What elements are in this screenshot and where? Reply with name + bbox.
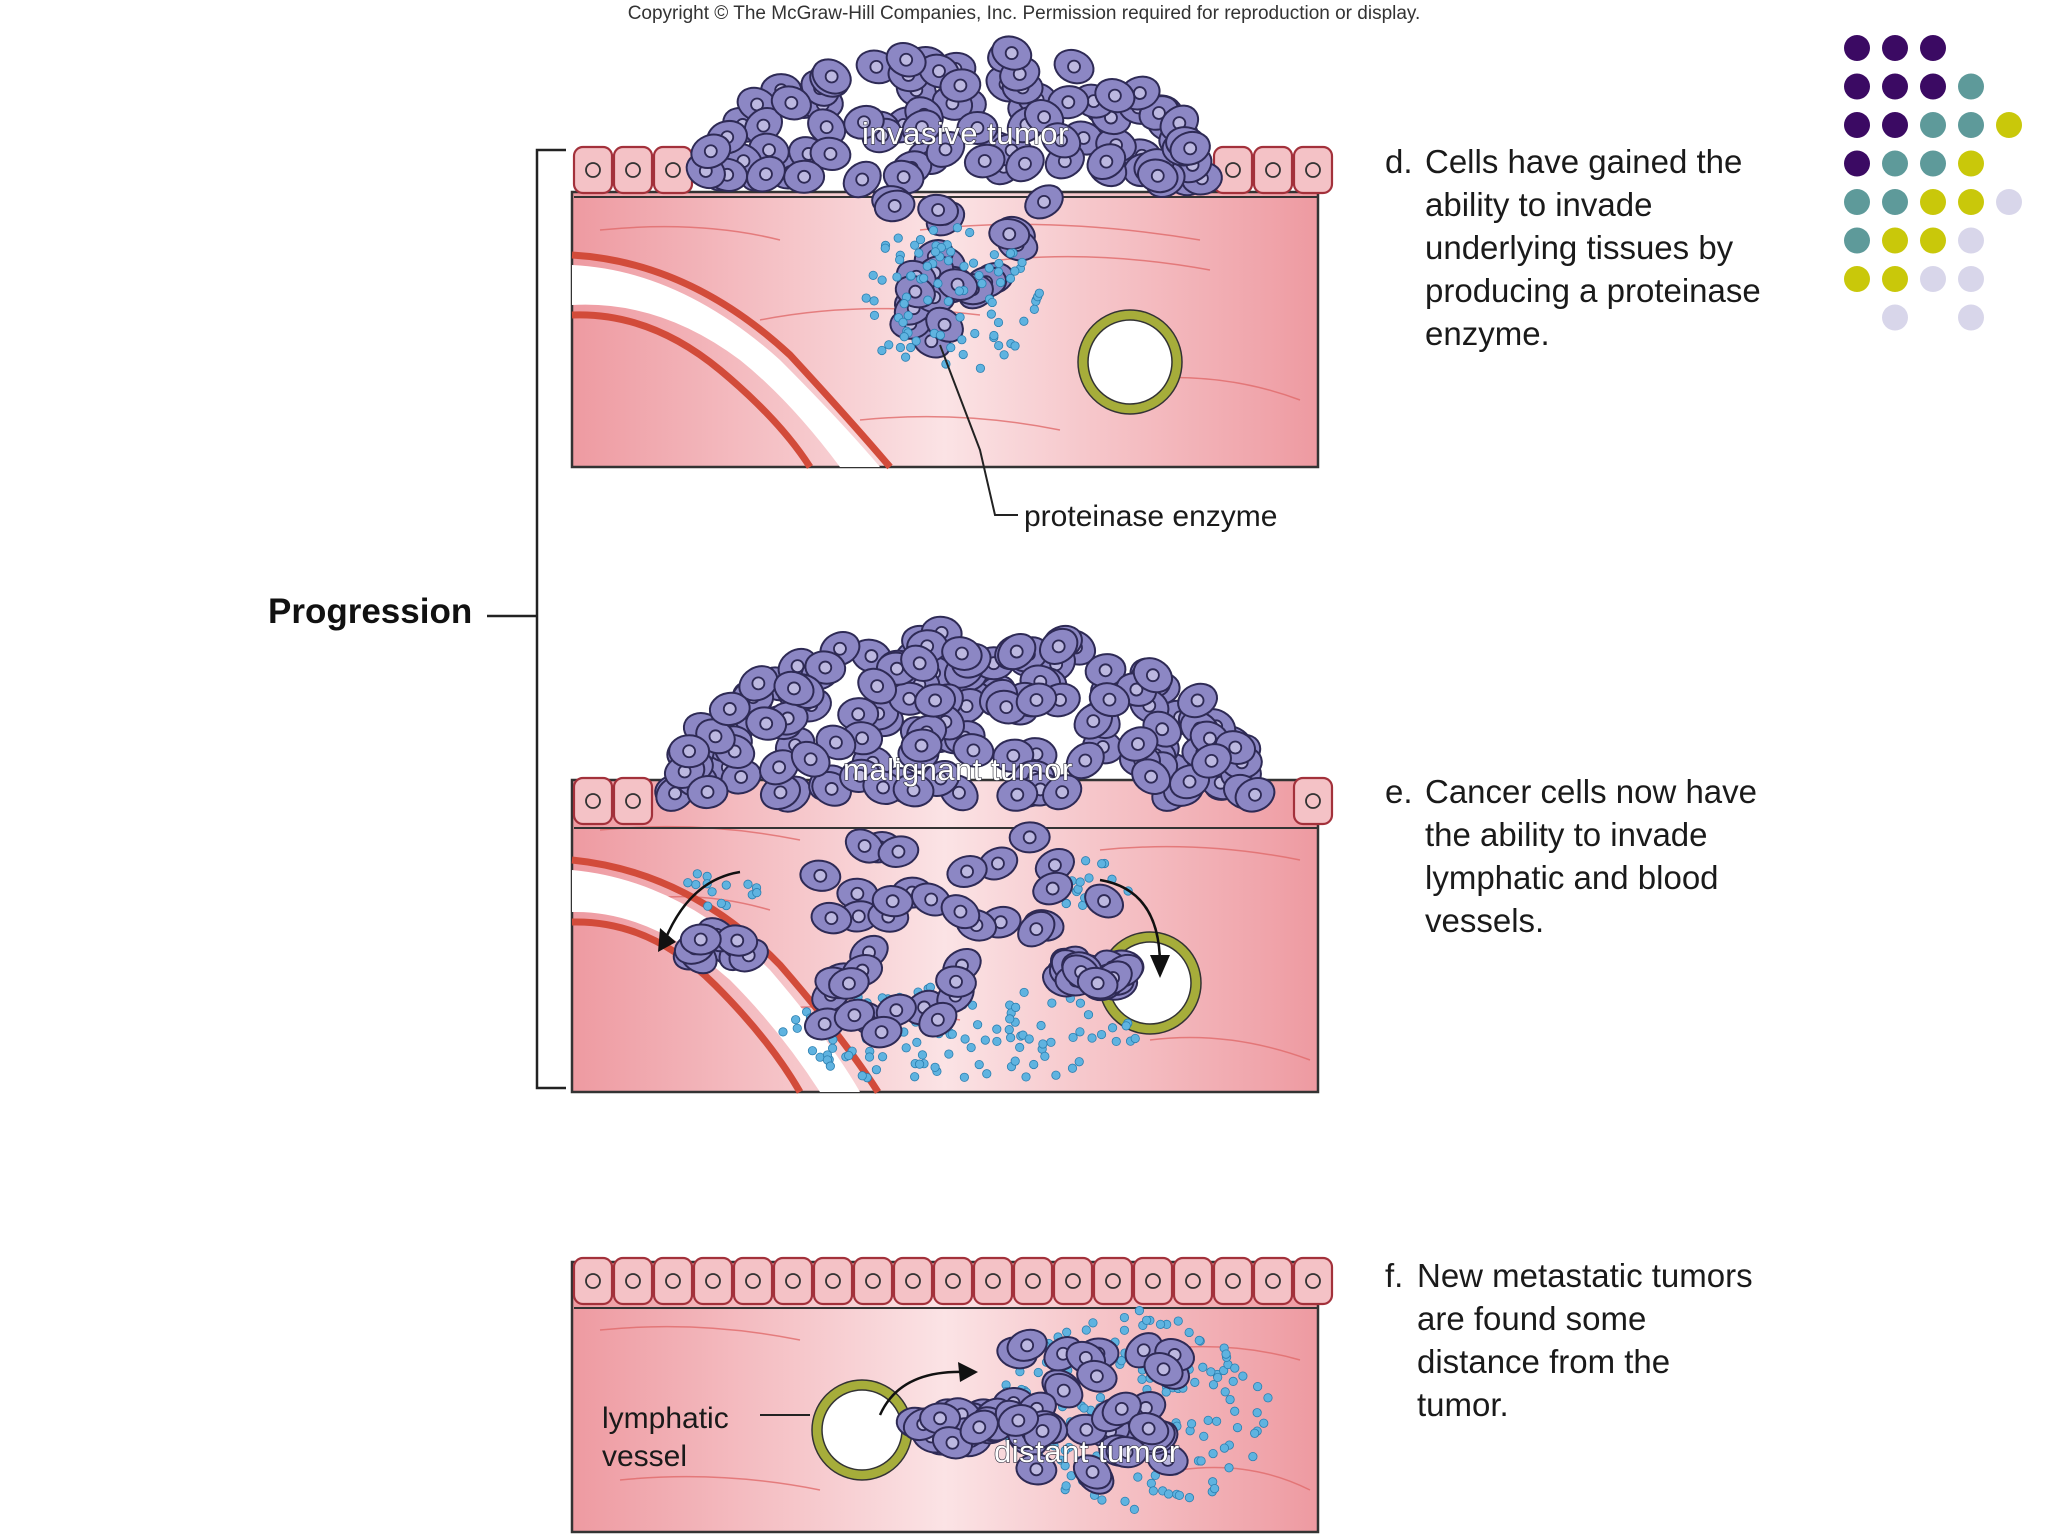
proteinase-callout-line	[939, 344, 1018, 516]
panel-f-lymph-vessel	[812, 1380, 912, 1480]
distant-tumor-label: distant tumor	[993, 1433, 1180, 1469]
epithelial-cell	[1212, 1256, 1254, 1306]
decor-dot	[1920, 73, 1946, 100]
panel-e-invasion-arrows	[663, 870, 1162, 966]
decor-dot	[1920, 35, 1946, 61]
panel-e-caption: e. Cancer cells now have the ability to …	[1385, 770, 1805, 942]
epithelial-cell	[612, 145, 654, 195]
decor-dot	[1882, 73, 1908, 100]
decor-dot	[1920, 189, 1946, 215]
decor-dot	[1920, 266, 1946, 292]
decor-dot	[1844, 112, 1870, 138]
decorative-dot-grid	[1844, 35, 2022, 331]
epithelial-cell	[572, 145, 614, 195]
decor-dot	[1958, 304, 1984, 331]
decor-dot	[1882, 227, 1908, 254]
decor-dot	[1996, 189, 2022, 215]
epithelial-cell	[1252, 1256, 1294, 1306]
decor-dot	[1882, 150, 1908, 177]
epithelial-cell	[572, 776, 614, 826]
decor-dot	[1882, 266, 1908, 292]
panel-d-tumor	[685, 35, 1223, 359]
epithelial-cell	[1172, 1256, 1214, 1306]
decor-dot	[1920, 150, 1946, 177]
progression-label: Progression	[268, 592, 473, 631]
epithelial-cell	[1292, 1256, 1334, 1306]
decor-dot	[1844, 227, 1870, 254]
decor-dot	[1844, 73, 1870, 100]
arrow-head-left	[658, 928, 676, 952]
decor-dot	[1958, 150, 1984, 177]
copyright-notice: Copyright © The McGraw-Hill Companies, I…	[627, 3, 1421, 24]
decor-dot	[1882, 189, 1908, 215]
epithelial-cell	[772, 1256, 814, 1306]
decor-dot	[1920, 227, 1946, 254]
epithelial-cell	[1292, 145, 1334, 195]
decor-dot	[1844, 189, 1870, 215]
panel-d-text: Cells have gained the ability to invade …	[1425, 143, 1761, 352]
panel-d-lymph-vessel	[1078, 310, 1182, 414]
panel-e-tumor	[654, 615, 1276, 1049]
epithelial-cell	[932, 1256, 974, 1306]
decor-dot	[1958, 189, 1984, 215]
invasive-tumor-label: invasive tumor	[861, 115, 1069, 151]
progression-bracket	[487, 148, 566, 1090]
decor-dot	[1996, 112, 2022, 138]
epithelial-cell	[1132, 1256, 1174, 1306]
decor-dot	[1882, 112, 1908, 138]
epithelial-cell	[732, 1256, 774, 1306]
lymphatic-vessel-label: lymphatic vessel	[602, 1402, 729, 1473]
panel-f-illustration	[570, 1256, 1334, 1534]
arrow-head-right	[1150, 955, 1170, 978]
decor-dot	[1958, 112, 1984, 138]
panel-d-illustration	[570, 35, 1334, 516]
decor-dot	[1882, 35, 1908, 61]
panel-f-caption: f. New metastatic tumors are found some …	[1385, 1254, 1805, 1426]
panel-f-arrow-head	[958, 1362, 978, 1382]
panel-e-tag: e.	[1385, 773, 1413, 810]
decor-dot	[1958, 266, 1984, 292]
epithelial-cell	[1052, 1256, 1094, 1306]
panel-d-enzyme-dots	[861, 223, 1044, 373]
panel-d-caption: d. Cells have gained the ability to inva…	[1385, 140, 1805, 355]
panel-d-tag: d.	[1385, 143, 1413, 180]
panel-d-blood-vessel	[571, 251, 893, 470]
epithelial-cell	[612, 1256, 654, 1306]
panel-f-text: New metastatic tumors are found some dis…	[1417, 1257, 1753, 1423]
panel-f-epithelium	[572, 1256, 1334, 1309]
decor-dot	[1958, 73, 1984, 100]
decor-dot	[1882, 304, 1908, 331]
panel-e-epithelium	[572, 776, 1334, 829]
decor-dot	[1958, 227, 1984, 254]
epithelial-cell	[1012, 1256, 1054, 1306]
panel-e-text: Cancer cells now have the ability to inv…	[1425, 773, 1757, 939]
decor-dot	[1844, 266, 1870, 292]
malignant-tumor-label: malignant tumor	[842, 751, 1073, 787]
decor-dot	[1844, 150, 1870, 177]
epithelial-cell	[1092, 1256, 1134, 1306]
epithelial-cell	[652, 1256, 694, 1306]
epithelial-cell	[692, 1256, 734, 1306]
epithelial-cell	[612, 776, 654, 826]
proteinase-enzyme-label: proteinase enzyme	[1024, 500, 1278, 533]
epithelial-cell	[852, 1256, 894, 1306]
panel-e-illustration	[570, 615, 1334, 1094]
epithelial-cell	[1252, 145, 1294, 195]
decor-dot	[1920, 112, 1946, 138]
panel-f-metastasis-arrow	[878, 1370, 966, 1416]
epithelial-cell	[572, 1256, 614, 1306]
epithelial-cell	[812, 1256, 854, 1306]
decor-dot	[1844, 35, 1870, 61]
panel-f-tag: f.	[1385, 1257, 1404, 1294]
panel-f-tumor	[895, 1328, 1195, 1495]
epithelial-cell	[972, 1256, 1014, 1306]
epithelial-cell	[892, 1256, 934, 1306]
epithelial-cell	[1292, 776, 1334, 826]
